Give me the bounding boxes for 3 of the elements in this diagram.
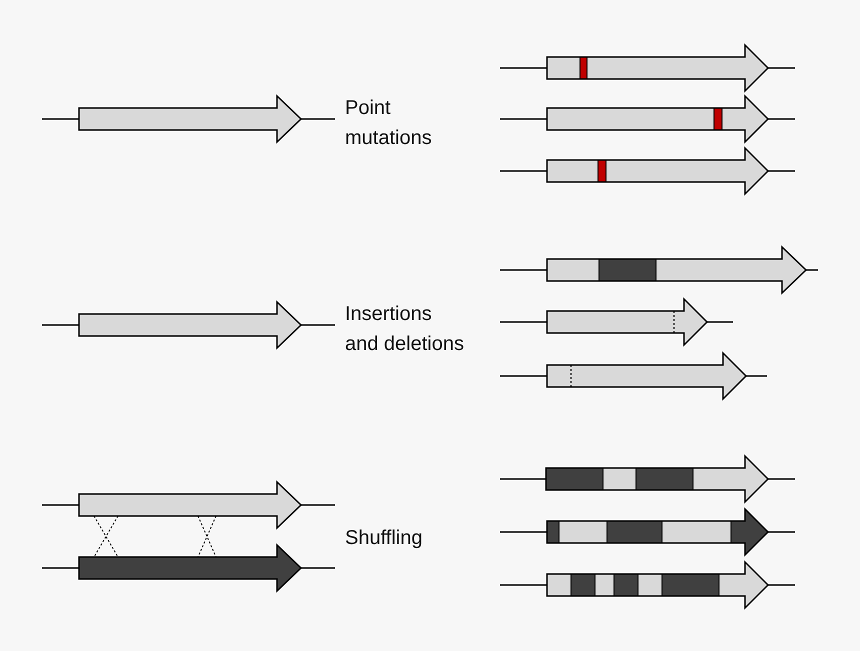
row-label: Shuffling <box>345 526 424 551</box>
row-label: Insertions and deletions <box>345 302 465 357</box>
row-label: Point mutations <box>345 96 433 151</box>
